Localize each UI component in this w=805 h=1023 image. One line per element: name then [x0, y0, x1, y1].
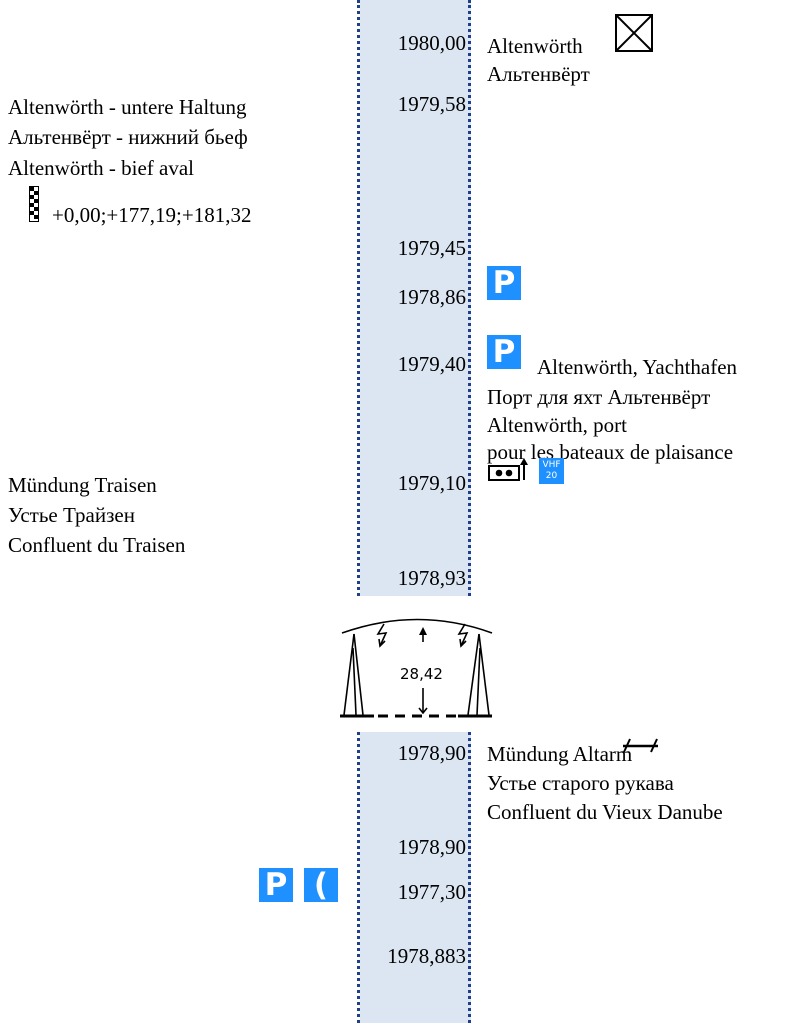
km-marker: 1978,86	[397, 285, 466, 309]
km-marker: 1979,45	[397, 236, 466, 260]
signal-lights-icon	[488, 458, 528, 481]
km-marker: 1977,30	[397, 880, 466, 904]
gauge-values: +0,00;+177,19;+181,32	[52, 203, 252, 227]
old-arm-mouth-label: Mündung Altarm	[487, 742, 633, 766]
km-marker: 1978,883	[387, 944, 466, 968]
yacht-harbour-label-ru: Порт для яхт Альтенвёрт	[487, 385, 711, 409]
km-marker: 1978,90	[397, 741, 466, 765]
vhf-label: VHF	[542, 460, 561, 470]
km-marker: 1978,93	[397, 566, 466, 590]
old-arm-mouth-label-ru: Устье старого рукава	[487, 771, 674, 795]
traisen-mouth-label-ru: Устье Трайзен	[8, 503, 135, 527]
km-marker: 1979,58	[397, 92, 466, 116]
traisen-mouth-label-fr: Confluent du Traisen	[8, 533, 186, 557]
river-right-bank-lower	[468, 732, 471, 1023]
vhf-channel: 20	[545, 471, 558, 481]
power-line-icon	[340, 618, 493, 718]
km-marker: 1980,00	[397, 31, 466, 55]
lower-reach-label-fr: Altenwörth - bief aval	[8, 156, 195, 180]
parking-icon: P	[487, 266, 521, 300]
river-left-bank-upper	[357, 0, 360, 596]
old-arm-mouth-label-fr: Confluent du Vieux Danube	[487, 800, 723, 824]
yacht-harbour-label-fr: Altenwörth, port	[487, 413, 627, 437]
river-band-upper	[360, 0, 471, 596]
km-marker: 1978,90	[397, 835, 466, 859]
river-left-bank-lower	[357, 732, 360, 1023]
parking-icon: P	[259, 868, 293, 902]
traisen-mouth-label: Mündung Traisen	[8, 473, 157, 497]
km-marker: 1979,10	[397, 471, 466, 495]
km-marker: 1979,40	[397, 352, 466, 376]
channel-mouth-icon	[623, 738, 658, 753]
parking-icon: P	[487, 335, 521, 369]
power-line-clearance: 28,42	[400, 665, 443, 683]
yacht-harbour-label-fr-2: pour les bateaux de plaisance	[487, 440, 734, 464]
river-band-lower	[360, 732, 471, 1023]
gauge-icon	[29, 186, 39, 222]
yacht-harbour-label: Altenwörth, Yachthafen	[537, 355, 738, 379]
phone-icon: (	[304, 868, 338, 902]
lower-reach-label-ru: Альтенвёрт - нижний бьеф	[8, 125, 248, 149]
lock-icon	[615, 14, 653, 52]
lower-reach-label: Altenwörth - untere Haltung	[8, 95, 247, 119]
lock-label: Altenwörth	[487, 34, 583, 58]
vhf-channel-icon: VHF 20	[539, 458, 564, 484]
lock-label-ru: Альтенвёрт	[487, 62, 590, 86]
river-right-bank-upper	[468, 0, 471, 596]
